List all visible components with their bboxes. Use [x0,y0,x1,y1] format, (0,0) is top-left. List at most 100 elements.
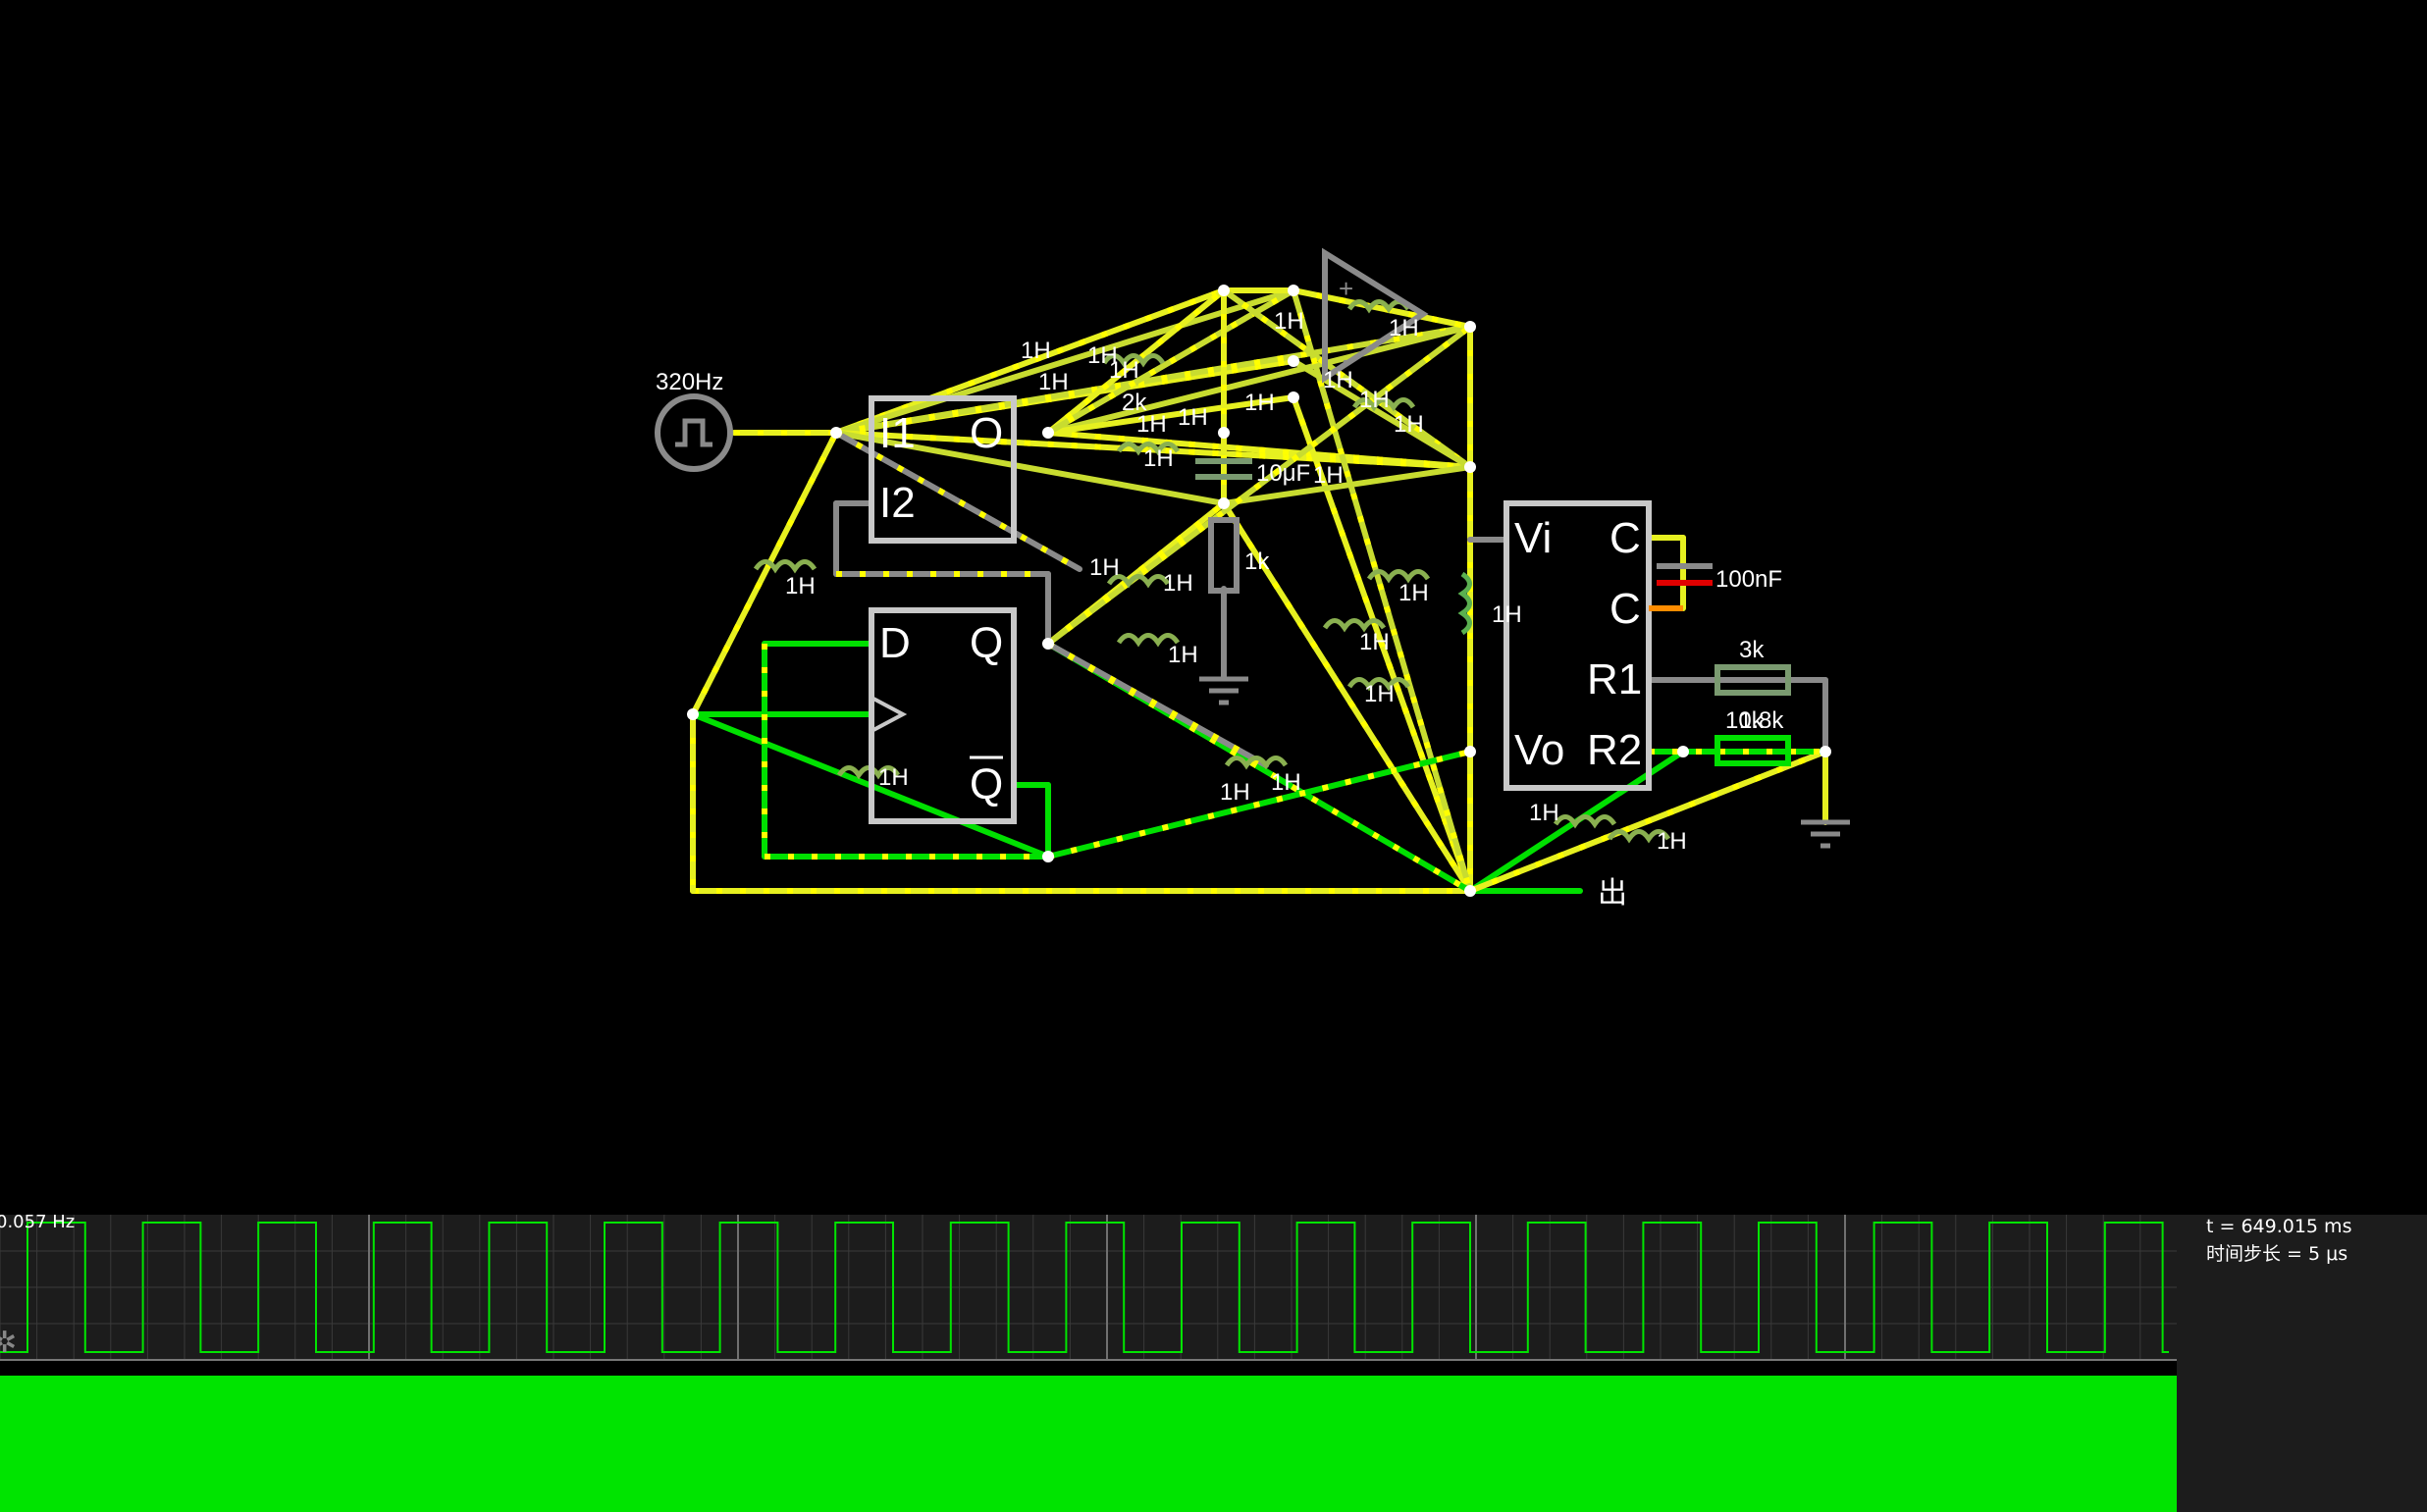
inductor-value: 1H [1271,769,1301,796]
wire-fan[interactable] [833,287,1227,436]
inductor-coil[interactable] [753,559,818,574]
timer-resistor-1-value: 3k [1739,637,1765,663]
inductor-value: 1H [1244,390,1275,416]
resistor-mid-value: 1k [1244,548,1270,575]
output-label: 出 [1598,877,1627,910]
ground-mid [1199,676,1248,705]
inductor-value: 1H [1163,570,1193,597]
inductor-coil[interactable] [1224,756,1289,770]
wire-gray[interactable] [1045,641,1269,768]
wire-fan[interactable] [1045,430,1473,470]
clock-triangle [872,697,908,732]
wire-fan[interactable] [1221,500,1473,894]
inductor-value: 1H [1492,601,1522,628]
pin-qbar: Q [970,760,1003,808]
inductor-labels: 1H 1H 1H 1H 1H 1H 1H 1H 1H 1H 1H 1H 1H 1… [785,308,1687,855]
inductor-value: 1H [878,764,909,791]
scope-square-wave [0,1222,2169,1353]
inductor-value: 1H [1359,387,1390,413]
pin-q: Q [970,619,1003,667]
inductor-coil[interactable] [1116,442,1181,456]
scope-frequency-readout: 0.057 Hz [0,1212,76,1232]
inductor-value: 1H [1313,462,1344,489]
sim-timestep: 时间步长 = 5 μs [2206,1243,2348,1265]
current-dots [1291,395,1473,893]
wire-fan[interactable] [833,430,1227,506]
signal-source[interactable]: 320Hz [655,369,733,472]
inductor-value: 1H [1657,828,1687,855]
inductor-coil[interactable] [1366,569,1431,584]
inductor-coil[interactable] [1106,574,1171,589]
resistor-top[interactable]: 2k [1122,390,1147,416]
timer-resistor-2[interactable]: 10k 1.8k [1715,707,1791,766]
wire-fan[interactable] [1045,287,1227,436]
inductor-value: 1H [1323,367,1353,393]
inductor-coil[interactable] [1607,829,1671,844]
inductor-value: 1H [1087,342,1118,369]
wire-network [690,287,1828,894]
timer-capacitor-value: 100nF [1715,566,1782,593]
wire-fan[interactable] [1221,464,1473,506]
pin-r1: R1 [1587,655,1642,704]
wire-fan[interactable] [833,324,1473,436]
inductor-coil[interactable] [1351,397,1416,412]
current-dots [690,431,839,716]
scope-waveform [0,1215,2177,1361]
sim-time: t = 649.015 ms [2206,1216,2352,1237]
inductor-value: 1H [1021,338,1051,364]
wire-fan[interactable] [1045,324,1473,436]
capacitor-main[interactable]: 10μF [1195,458,1310,487]
d-flip-flop[interactable]: D Q Q [869,607,1017,824]
inductor-value: 1H [1089,554,1120,581]
inductor-value: 1H [1109,357,1139,384]
inductor-coil[interactable] [1553,814,1617,829]
scope-trace-panel[interactable] [0,1215,2177,1361]
inductor-coil[interactable] [1116,633,1181,648]
scope-grid [0,1215,2177,1361]
scope-settings-gear-icon[interactable]: ✲ [0,1326,18,1360]
pin-d: D [879,619,911,667]
pin-vi: Vi [1514,514,1552,562]
scope-info-panel: t = 649.015 ms 时间步长 = 5 μs [2177,1215,2427,1512]
inductor-value: 1H [1038,369,1069,395]
opamp-minus-sign: - [1343,344,1351,374]
source-frequency-label: 320Hz [656,369,723,395]
inductor-value: 1H [1143,445,1174,472]
wire-fan[interactable] [833,287,1296,436]
current-dots [1468,749,1827,894]
timer-capacitor[interactable]: 100nF [1649,563,1782,611]
inductor-value: 1H [1168,642,1198,668]
scope-digital-high-band[interactable] [0,1376,2177,1512]
wire-gray[interactable] [833,430,1082,572]
op-amp[interactable]: + - [1322,247,1429,384]
inductor-coil[interactable] [1457,571,1472,636]
timer-chip[interactable]: Vi C C R1 Vo R2 [1504,500,1652,791]
inductor-value: 1H [1178,404,1208,431]
current-dots [1291,289,1473,892]
current-dots [1222,287,1472,470]
logic-chip-top[interactable]: I1 I2 O [869,395,1017,544]
timer-resistor-2-value: 10k [1725,707,1765,734]
inductor-coil[interactable] [1101,353,1166,368]
current-dots [1047,749,1471,860]
timer-resistor-2-value-overlap: 1.8k [1739,707,1784,734]
capacitor-main-value: 10μF [1256,460,1310,487]
pin-c1: C [1609,514,1641,562]
wire-fan[interactable] [1045,394,1296,436]
inductor-value: 1H [1529,800,1559,826]
inductor-value: 1H [1364,681,1395,707]
inductor-coil[interactable] [1346,677,1411,692]
current-dots [1046,324,1472,647]
circuit-canvas[interactable]: .w { stroke-width: 6; fill: none; stroke… [0,0,2427,1215]
timer-resistor-1[interactable]: 3k [1715,637,1791,696]
inductor-value: 1H [1359,629,1390,655]
inductor-value: 1H [1389,315,1419,341]
inductor-coil[interactable] [1322,618,1387,633]
resistor-mid[interactable]: 1k [1208,517,1270,594]
inductor-value: 1H [1136,411,1167,438]
pin-o: O [970,409,1003,457]
pin-r2: R2 [1587,726,1642,774]
pin-i2: I2 [879,479,916,527]
inductor-value: 1H [1220,779,1250,806]
pin-vo: Vo [1514,726,1564,774]
